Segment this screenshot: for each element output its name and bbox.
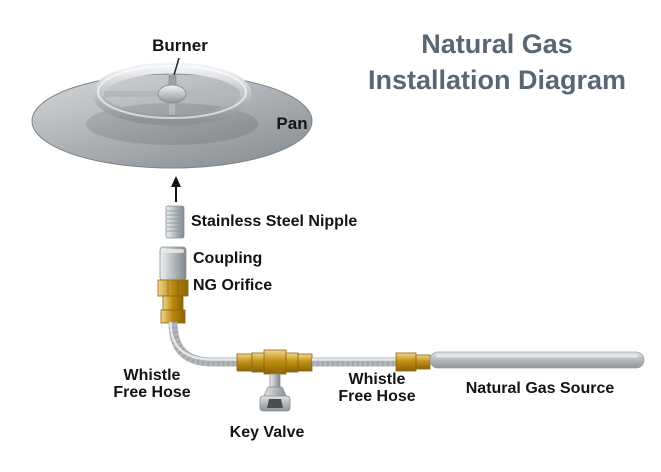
diagram-title-line1: Natural Gas (421, 29, 573, 59)
ng-orifice-label: NG Orifice (193, 277, 273, 294)
burner-label: Burner (152, 36, 208, 55)
key-valve-label: Key Valve (229, 424, 305, 441)
tee-fitting-illustration (236, 349, 313, 375)
hose-left-illustration (168, 321, 238, 367)
nipple-label: Stainless Steel Nipple (191, 213, 358, 230)
whistle-free-hose-right-label: Whistle Free Hose (338, 371, 415, 405)
diagram-title-line2: Installation Diagram (367, 65, 627, 95)
whistle-right-line2: Free Hose (338, 388, 416, 405)
coupling-label: Coupling (193, 250, 263, 267)
key-valve-illustration (259, 373, 291, 412)
whistle-left-line2: Free Hose (113, 384, 191, 401)
whistle-left-line1: Whistle (123, 367, 181, 384)
pan-label: Pan (276, 114, 308, 133)
whistle-free-hose-left-label: Whistle Free Hose (113, 367, 190, 401)
arrow-up-icon (171, 176, 181, 202)
ng-orifice-illustration (157, 279, 189, 324)
diagram-title: Natural Gas Installation Diagram (368, 26, 626, 98)
coupling-illustration (159, 246, 187, 281)
burner-pointer-line (173, 57, 180, 76)
nipple-illustration (165, 205, 185, 239)
gas-source-label: Natural Gas Source (465, 380, 615, 397)
right-fitting-illustration (395, 352, 431, 372)
burner-ring-illustration (92, 62, 252, 126)
whistle-right-line1: Whistle (348, 371, 406, 388)
hose-right-illustration (312, 357, 398, 367)
gas-pipe-illustration (429, 351, 645, 369)
